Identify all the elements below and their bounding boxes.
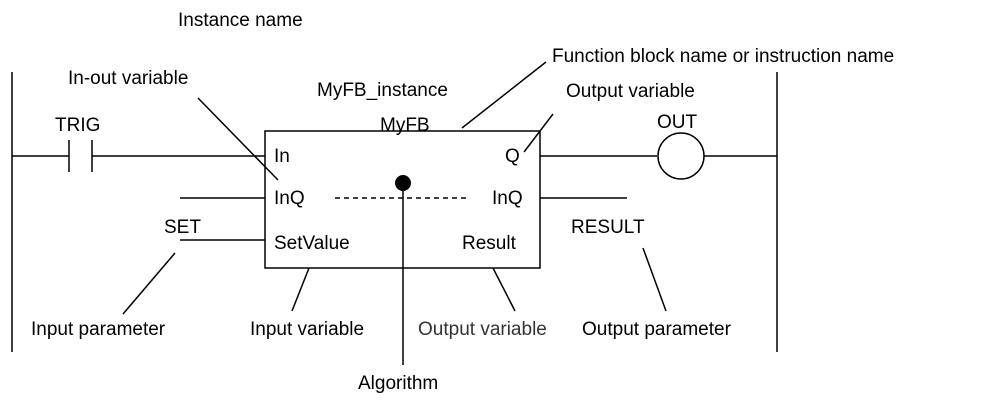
instance-name-callout: Instance name	[178, 10, 303, 31]
pin-q: Q	[505, 146, 520, 167]
leader-in-out-variable	[197, 97, 279, 181]
pin-inq-right: InQ	[492, 188, 523, 209]
leader-output-parameter	[642, 247, 667, 312]
output-parameter-callout: Output parameter	[582, 319, 731, 340]
leader-input-parameter	[122, 252, 176, 315]
leader-function-block-name	[461, 61, 547, 129]
out-coil-label: OUT	[657, 112, 698, 133]
pin-setvalue: SetValue	[274, 233, 350, 254]
input-variable-callout: Input variable	[250, 319, 365, 340]
output-variable-callout-bottom: Output variable	[418, 319, 547, 340]
algorithm-callout: Algorithm	[358, 373, 439, 394]
fb-type-name: MyFB	[380, 115, 430, 136]
leader-input-variable	[291, 267, 310, 312]
pin-result: Result	[462, 233, 516, 254]
result-parameter-label: RESULT	[571, 217, 645, 238]
output-coil	[657, 132, 705, 180]
in-out-variable-callout: In-out variable	[68, 68, 189, 89]
trig-contact-label: TRIG	[55, 115, 101, 136]
instance-label: MyFB_instance	[317, 80, 448, 101]
input-parameter-callout: Input parameter	[31, 319, 166, 340]
leader-output-variable-top	[523, 113, 554, 153]
function-block-name-callout: Function block name or instruction name	[552, 46, 895, 67]
output-variable-callout-top: Output variable	[566, 81, 695, 102]
set-parameter-label: SET	[164, 217, 201, 238]
pin-inq-left: InQ	[274, 188, 305, 209]
algorithm-dot	[395, 175, 411, 191]
pin-in: In	[274, 146, 290, 167]
leader-output-variable-bottom	[492, 267, 516, 312]
